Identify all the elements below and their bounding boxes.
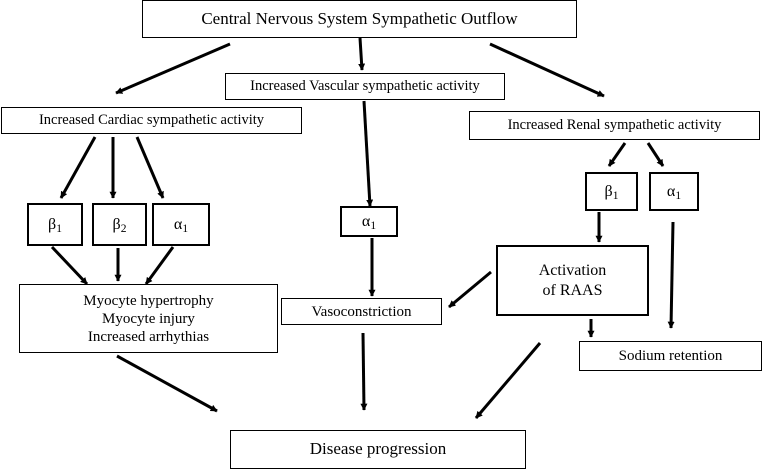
renal-alpha1-receptor-box: α1 [649,172,699,211]
arrow-renal-to-alpha1 [646,142,665,167]
disease-progression-label: Disease progression [309,439,447,459]
raas-line-1: Activation [538,262,607,280]
raas-line-2: of RAAS [542,281,603,299]
cardiac-beta2-label: β2 [112,215,127,235]
cns-outflow-label: Central Nervous System Sympathetic Outfl… [201,8,518,28]
myocyte-effects-box: Myocyte hypertrophy Myocyte injury Incre… [19,284,278,353]
cardiac-beta2-receptor-box: β2 [92,203,147,246]
renal-beta1-receptor-box: β1 [585,172,638,211]
vascular-alpha1-receptor-box: α1 [340,206,398,237]
sodium-retention-label: Sodium retention [618,348,723,364]
cardiac-activity-label: Increased Cardiac sympathetic activity [38,111,265,128]
arrow-cns-to-cardiac [115,42,231,95]
arrow-vasoconstriction-to-disease [360,332,368,411]
renal-alpha1-label: α1 [666,182,682,202]
cns-outflow-box: Central Nervous System Sympathetic Outfl… [142,0,577,38]
arrow-cardiac-to-beta1 [59,136,97,199]
arrow-cns-to-renal [489,42,605,98]
raas-activation-box: Activation of RAAS [496,245,649,316]
renal-activity-label: Increased Renal sympathetic activity [507,116,722,133]
vasoconstriction-box: Vasoconstriction [281,298,442,325]
arrow-renalalpha1-to-sodium [667,221,675,329]
cardiac-alpha1-receptor-box: α1 [152,203,210,246]
arrow-cardiac-to-alpha1 [135,136,165,199]
myocyte-line-2: Myocyte injury [102,310,195,327]
renal-activity-box: Increased Renal sympathetic activity [469,111,760,140]
vasoconstriction-label: Vasoconstriction [311,303,412,320]
renal-beta1-label: β1 [604,182,619,202]
arrow-alpha1-to-myocyte [144,246,175,285]
cardiac-alpha1-label: α1 [173,215,189,235]
disease-progression-box: Disease progression [230,430,526,469]
arrow-raas-to-disease [474,342,542,419]
arrow-myocyte-to-disease [116,354,218,413]
arrow-raas-to-vasoconstriction [448,270,492,309]
cardiac-activity-box: Increased Cardiac sympathetic activity [1,107,302,134]
arrow-renal-to-beta1 [607,142,627,167]
myocyte-line-3: Increased arrhythias [87,328,210,345]
vascular-activity-box: Increased Vascular sympathetic activity [225,73,505,100]
sodium-retention-box: Sodium retention [579,341,762,371]
arrow-vascular-to-alpha1 [362,100,374,207]
cardiac-beta1-receptor-box: β1 [27,203,83,246]
vascular-alpha1-label: α1 [361,212,377,232]
arrow-cns-to-vascular [358,37,366,71]
vascular-activity-label: Increased Vascular sympathetic activity [250,77,480,94]
cardiac-beta1-label: β1 [48,215,62,235]
myocyte-line-1: Myocyte hypertrophy [83,292,214,309]
arrow-beta1-to-myocyte [50,245,89,286]
